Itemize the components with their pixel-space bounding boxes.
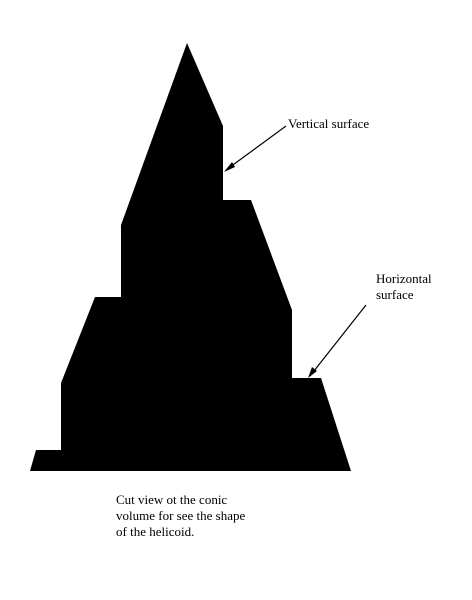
horizontal-surface-arrowhead xyxy=(308,367,317,378)
caption-line-2: volume for see the shape xyxy=(116,508,246,523)
vertical-surface-label: Vertical surface xyxy=(288,116,370,131)
horizontal-surface-label-line-1: Horizontal xyxy=(376,271,432,286)
vertical-surface-arrowhead xyxy=(224,162,235,172)
vertical-surface-arrow-line xyxy=(225,125,287,171)
caption-line-1: Cut view ot the conic xyxy=(116,492,228,507)
diagram-caption: Cut view ot the conic volume for see the… xyxy=(116,492,306,540)
horizontal-surface-arrow-line xyxy=(309,304,367,377)
horizontal-surface-label: Horizontal surface xyxy=(376,271,466,303)
conic-volume-cut-shape xyxy=(30,43,351,471)
caption-line-3: of the helicoid. xyxy=(116,524,195,539)
horizontal-surface-label-line-2: surface xyxy=(376,287,414,302)
